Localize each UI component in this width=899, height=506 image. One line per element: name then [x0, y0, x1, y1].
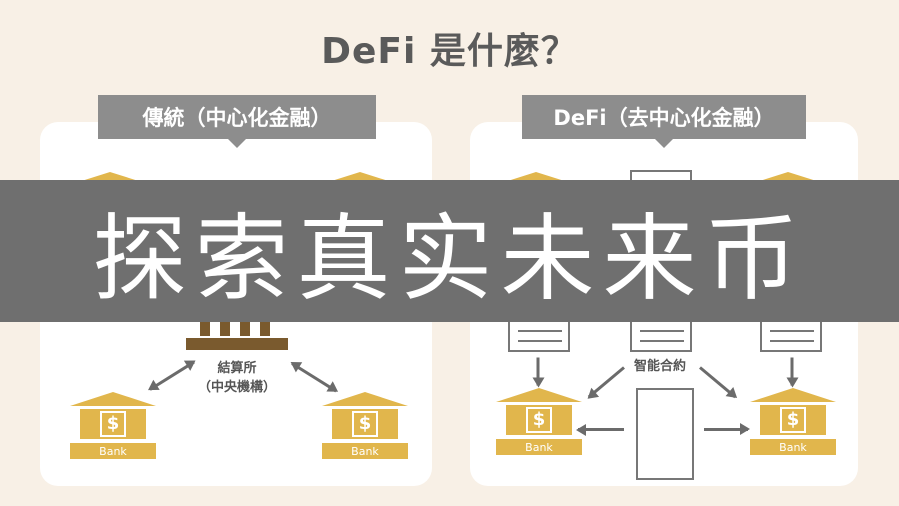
smart-contract-label: 智能合約 — [633, 359, 686, 374]
smart-contract-document-icon — [636, 388, 694, 480]
document-icon — [760, 318, 822, 352]
defi-tag: DeFi（去中心化金融） — [522, 95, 806, 148]
dollar-sign: $ — [526, 407, 552, 433]
bank-icon: $ Bank — [750, 388, 836, 462]
clearing-house-label: 結算所 — [217, 361, 257, 376]
bank-icon: $ Bank — [322, 392, 408, 466]
bank-label: Bank — [322, 443, 408, 459]
page-title: DeFi 是什麼？ — [321, 31, 578, 72]
down-arrow-icon — [790, 357, 794, 386]
bank-label: Bank — [70, 443, 156, 459]
clearing-house-icon — [186, 322, 288, 354]
dollar-sign: $ — [352, 411, 378, 437]
document-icon — [630, 318, 692, 352]
bank-icon: $ Bank — [70, 392, 156, 466]
down-arrow-icon — [536, 357, 540, 386]
bank-label: Bank — [750, 439, 836, 455]
right-arrow-icon — [704, 423, 750, 435]
left-arrow-icon — [578, 428, 624, 431]
dollar-sign: $ — [780, 407, 806, 433]
dollar-sign: $ — [100, 411, 126, 437]
traditional-tag: 傳統（中心化金融） — [98, 95, 376, 148]
central-authority-label: （中央機構） — [197, 380, 276, 395]
bank-icon: $ Bank — [496, 388, 582, 462]
bank-label: Bank — [496, 439, 582, 455]
document-icon — [508, 318, 570, 352]
overlay-banner: 探索真实未来币 — [0, 180, 899, 322]
